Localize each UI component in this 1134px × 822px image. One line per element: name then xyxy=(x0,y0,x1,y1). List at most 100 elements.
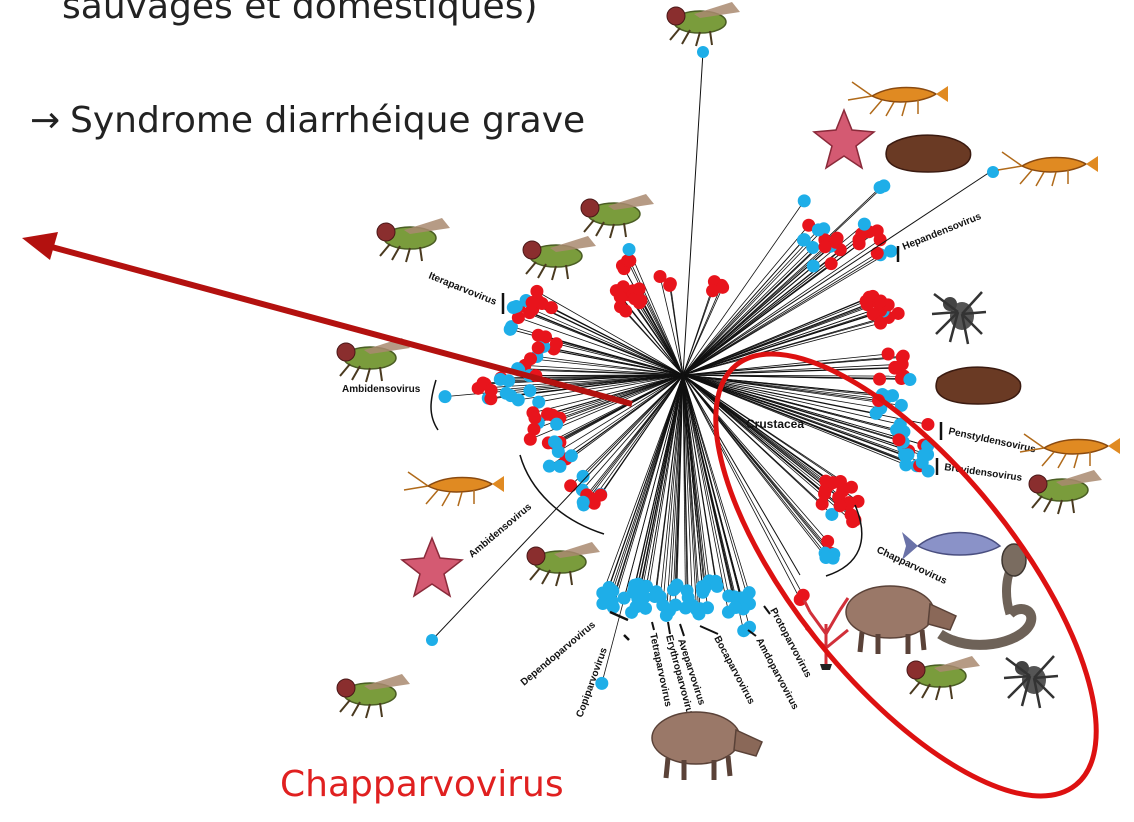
shrimp-icon xyxy=(848,82,948,116)
caption-chapparvovirus: Chapparvovirus xyxy=(280,764,564,805)
arrowhead-icon xyxy=(22,232,58,260)
tree-tip-blue xyxy=(523,384,536,397)
clade-label-dependoparvovirus: Dependoparvovirus xyxy=(519,619,598,688)
boar-icon xyxy=(652,712,762,780)
tree-tip-blue xyxy=(682,591,695,604)
tree-tip-red xyxy=(873,373,886,386)
tree-tip-red xyxy=(892,433,905,446)
shrimp-icon xyxy=(998,152,1098,186)
tree-tip-blue xyxy=(553,460,566,473)
tree-tip-blue xyxy=(698,583,711,596)
tree-tip-blue xyxy=(500,387,513,400)
spider-icon xyxy=(1004,656,1058,708)
tree-branch xyxy=(683,297,869,375)
spider-icon xyxy=(932,292,986,344)
fish-icon xyxy=(902,532,1000,560)
fly-icon xyxy=(523,236,596,280)
tree-tip-blue xyxy=(596,597,609,610)
tree-branch xyxy=(683,225,809,375)
clade-label-ambidensovirus: Ambidensovirus xyxy=(342,384,421,395)
tree-branch xyxy=(556,344,683,375)
sea-cucumber-icon xyxy=(886,135,971,172)
tree-tip-red xyxy=(654,270,667,283)
cobra-icon xyxy=(940,544,1031,645)
tree-branch-long xyxy=(683,172,990,375)
tree-tip-red xyxy=(524,433,537,446)
tree-tip-blue xyxy=(922,465,935,478)
tree-tip-blue xyxy=(798,233,811,246)
clade-bracket xyxy=(624,635,629,640)
tree-tip-red xyxy=(532,329,545,342)
fly-icon xyxy=(1029,470,1102,514)
fly-icon xyxy=(377,218,450,262)
tree-tip-blue xyxy=(577,496,590,509)
clade-bracket xyxy=(700,626,718,634)
tree-tip-blue xyxy=(550,418,563,431)
fly-icon xyxy=(527,542,600,586)
tree-tip-red xyxy=(852,495,865,508)
fly-icon xyxy=(337,338,410,382)
tree-tip-blue xyxy=(494,373,507,386)
fly-icon xyxy=(581,194,654,238)
tree-tip-blue xyxy=(812,223,825,236)
clade-label-ambidensovirus: Ambidensovirus xyxy=(467,501,534,560)
tree-branch xyxy=(683,201,804,375)
clade-bracket xyxy=(431,380,438,430)
tree-tip-blue xyxy=(697,46,709,58)
clade-label-iteraparvovirus: Iteraparvovirus xyxy=(427,271,499,308)
tree-tip-blue xyxy=(510,300,523,313)
clade-bracket xyxy=(652,622,654,630)
tree-tip-blue xyxy=(426,634,438,646)
tree-branch xyxy=(537,291,683,375)
tree-tip-red xyxy=(619,305,632,318)
tree-tip-blue xyxy=(901,448,914,461)
tree-tip-blue xyxy=(439,390,452,403)
boar-icon xyxy=(846,586,956,654)
tree-tip-red xyxy=(524,352,537,365)
tree-tip-red xyxy=(484,392,497,405)
fly-icon xyxy=(337,674,410,718)
tree-tip-blue xyxy=(886,389,899,402)
tree-tip-red xyxy=(831,232,844,245)
tree-tip-blue xyxy=(512,393,525,406)
tree-tip-red xyxy=(716,281,729,294)
tree-tip-blue xyxy=(504,323,517,336)
shrimp-icon xyxy=(404,472,504,506)
tree-tip-blue xyxy=(729,601,742,614)
tree-tip-red xyxy=(816,497,829,510)
tree-tip-red xyxy=(564,479,577,492)
tree-tip-red xyxy=(882,348,895,361)
tree-tip-red xyxy=(550,337,563,350)
tree-tip-blue xyxy=(565,449,578,462)
tree-tip-blue xyxy=(638,591,651,604)
tree-tip-blue xyxy=(660,609,673,622)
starfish-icon xyxy=(814,110,874,168)
pointer-arrow xyxy=(48,246,632,404)
clade-label-hepandensovirus: Hepandensovirus xyxy=(901,211,983,253)
tree-branch xyxy=(683,375,840,506)
tree-tip-blue xyxy=(654,590,667,603)
tree-tip-red xyxy=(834,475,847,488)
tree-tip-red xyxy=(871,247,884,260)
tree-tip-blue xyxy=(711,580,724,593)
tree-tip-blue xyxy=(669,582,682,595)
tree-tip-blue xyxy=(639,602,652,615)
tree-tip-red xyxy=(614,290,627,303)
clade-label-bocaparvovirus: Bocaparvovirus xyxy=(711,634,756,706)
tree-tip-blue xyxy=(987,166,999,178)
tree-tip-blue xyxy=(623,243,636,256)
tree-tip-red xyxy=(819,475,832,488)
tree-tip-red xyxy=(834,499,847,512)
tree-tip-red xyxy=(528,411,541,424)
tree-tip-blue xyxy=(870,407,883,420)
tree-tip-blue xyxy=(692,607,705,620)
tree-tip-blue xyxy=(903,373,916,386)
clade-bracket xyxy=(680,624,684,636)
starfish-icon xyxy=(402,538,462,596)
tree-tip-red xyxy=(819,240,832,253)
tree-tip-red xyxy=(821,535,834,548)
tree-tip-red xyxy=(825,257,838,270)
tree-branch xyxy=(683,375,825,490)
